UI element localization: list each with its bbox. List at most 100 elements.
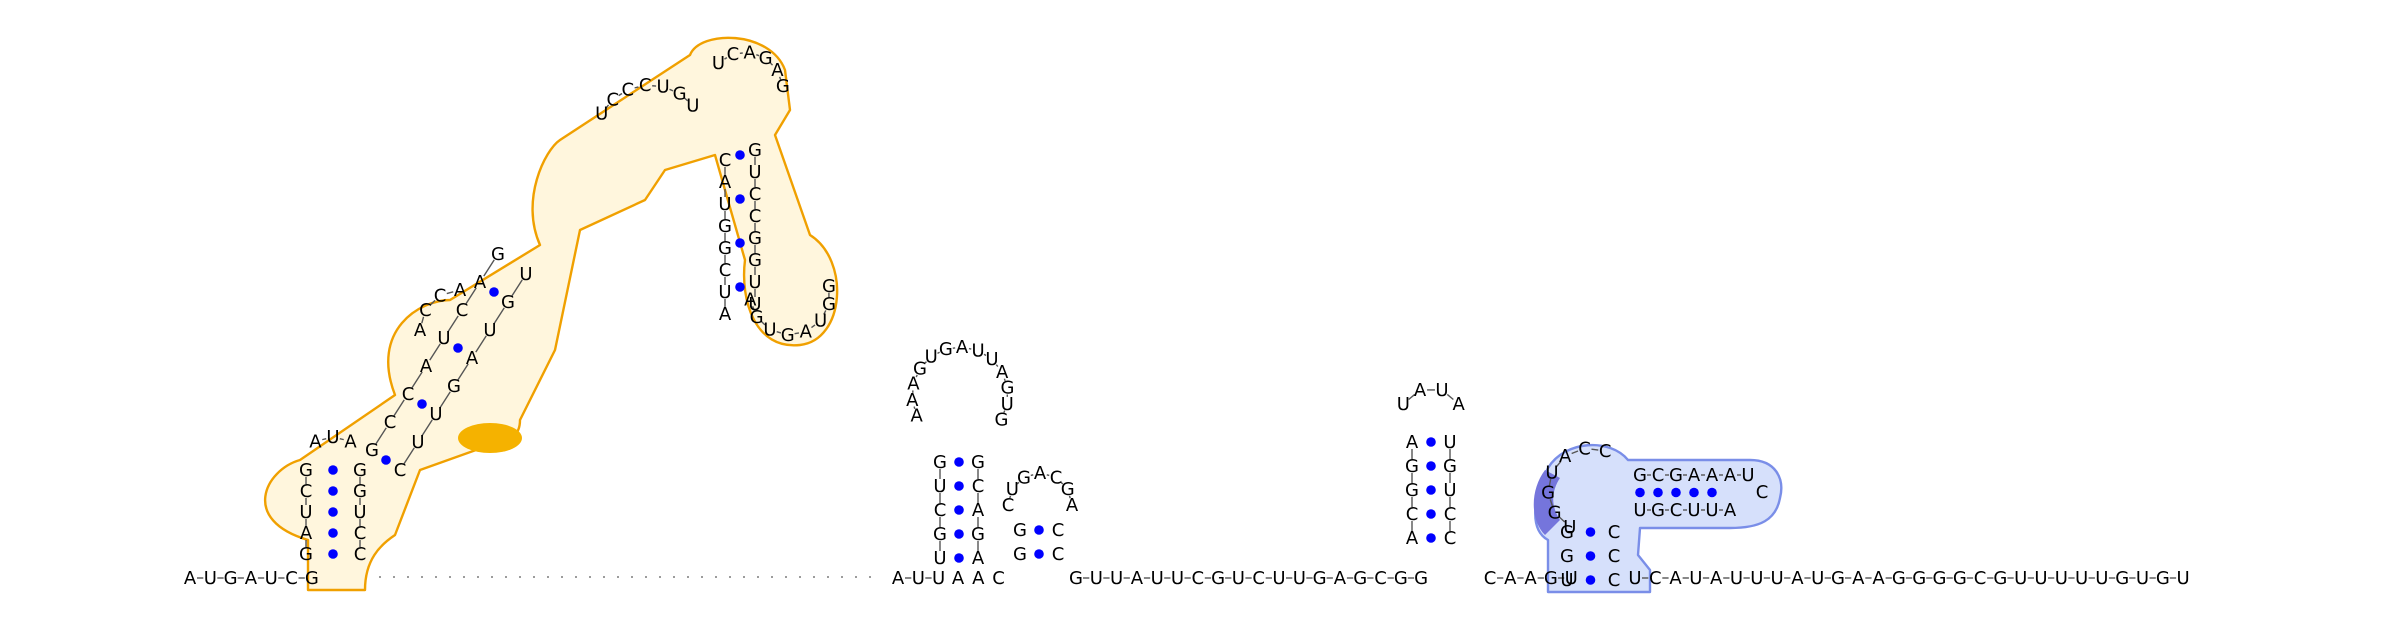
three-prime-base: A (1852, 568, 1865, 589)
orange-stem-base: U (353, 502, 366, 523)
linker-base: C (1484, 568, 1497, 589)
backbone-dot (449, 576, 451, 578)
blue-loop-base: G (1651, 500, 1665, 521)
base-pair-dot (328, 486, 338, 496)
helix4-stem-base: C (1406, 504, 1419, 525)
base-pair-dot (381, 455, 391, 465)
backbone-dot (729, 576, 731, 578)
backbone-dot (813, 576, 815, 578)
helix3-stem-base: G (1013, 544, 1027, 565)
orange-stem-base: G (365, 440, 379, 461)
base-pair-dot (1707, 488, 1717, 498)
orange-loop-base: U (656, 77, 669, 98)
three-prime-base: U (2034, 568, 2047, 589)
orange-stem-base: C (402, 384, 415, 405)
linker-base: U (932, 568, 945, 589)
orange-stem-base: U (718, 194, 731, 215)
orange-loop-base: C (727, 44, 740, 65)
orange-stem-base: G (748, 140, 762, 161)
three-prime-base: U (1811, 568, 1824, 589)
helix3-loop-base: G (1017, 467, 1031, 488)
base-pair-dot (453, 343, 463, 353)
orange-loop-base: C (434, 285, 447, 306)
orange-loop-base: C (419, 300, 432, 321)
backbone-dot (855, 576, 857, 578)
backbone-dot (701, 576, 703, 578)
base-pair-dot (417, 399, 427, 409)
blue-loop-base: A (1724, 500, 1737, 521)
backbone-link (340, 439, 344, 440)
orange-stem-base: C (300, 481, 313, 502)
orange-stem-base: G (718, 216, 732, 237)
helix2-stem-base: A (972, 500, 985, 521)
helix4-loop-base: A (1414, 380, 1427, 401)
base-pair-dot (954, 481, 964, 491)
three-prime-base: C (1974, 568, 1987, 589)
helix2-stem-base: G (933, 452, 947, 473)
orange-stem-base: U (411, 432, 424, 453)
orange-stem-base: C (719, 260, 732, 281)
base-pair-dot (328, 549, 338, 559)
backbone-dot (477, 576, 479, 578)
helix4-loop-base: A (1453, 394, 1466, 415)
backbone-link (447, 292, 453, 294)
helix4-loop-base: U (1435, 380, 1448, 401)
blue-loop-base: U (1705, 500, 1718, 521)
orange-loop-base: U (686, 96, 699, 117)
blue-loop-base: C (1578, 438, 1591, 459)
linker-base: A (952, 568, 965, 589)
helix2-stem-base: A (972, 548, 985, 569)
five-prime-base: U (265, 568, 278, 589)
three-prime-base: G (1892, 568, 1906, 589)
linker-base: A (1334, 568, 1347, 589)
base-pair-dot (954, 457, 964, 467)
blue-loop-base: A (1706, 465, 1719, 486)
base-pair-dot (489, 287, 499, 297)
orange-stem-base: G (718, 238, 732, 259)
orange-stem-base: U (748, 162, 761, 183)
orange-loop-base: A (744, 290, 757, 311)
orange-loop-base: U (712, 53, 725, 74)
linker-base: C (1252, 568, 1265, 589)
helix4-stem-base: C (1444, 504, 1457, 525)
backbone-link (635, 87, 639, 88)
helix3-stem-base: C (1052, 520, 1065, 541)
linker-base: C (992, 568, 1005, 589)
orange-loop-base: G (673, 84, 687, 105)
linker-base: G (1394, 568, 1408, 589)
base-pair-dot (1635, 488, 1645, 498)
linker-base: U (1090, 568, 1103, 589)
base-pair-dot (1586, 575, 1596, 585)
backbone-dot (505, 576, 507, 578)
base-pair-dot (1653, 488, 1663, 498)
linker-base: G (1313, 568, 1327, 589)
orange-loop-base: A (800, 322, 813, 343)
three-prime-base: U (2055, 568, 2068, 589)
blue-stem-base: C (1608, 522, 1621, 543)
five-prime-base: A (245, 568, 258, 589)
three-prime-base: G (1912, 568, 1926, 589)
backbone-dot (575, 576, 577, 578)
base-pair-dot (1034, 525, 1044, 535)
helix4-stem-base: G (1405, 456, 1419, 477)
three-prime-base: U (1628, 568, 1641, 589)
three-prime-base: U (1750, 568, 1763, 589)
base-pair-dot (1689, 488, 1699, 498)
blue-loop-base: G (1548, 503, 1562, 524)
linker-base: G (1353, 568, 1367, 589)
backbone-dot (435, 576, 437, 578)
blue-stem-base: G (1560, 546, 1574, 567)
backbone-dot (869, 576, 871, 578)
orange-stem-base: C (719, 150, 732, 171)
three-prime-base: A (1791, 568, 1804, 589)
base-pair-dot (1034, 549, 1044, 559)
helix4-stem-base: G (1405, 480, 1419, 501)
helix2-loop-base: G (939, 339, 953, 360)
backbone-dot (561, 576, 563, 578)
blue-loop-base: A (1688, 465, 1701, 486)
linker-base: A (1524, 568, 1537, 589)
blue-loop-base: U (1563, 517, 1576, 538)
backbone-dot (659, 576, 661, 578)
backbone-dot (589, 576, 591, 578)
helix3-stem-base: G (1013, 520, 1027, 541)
